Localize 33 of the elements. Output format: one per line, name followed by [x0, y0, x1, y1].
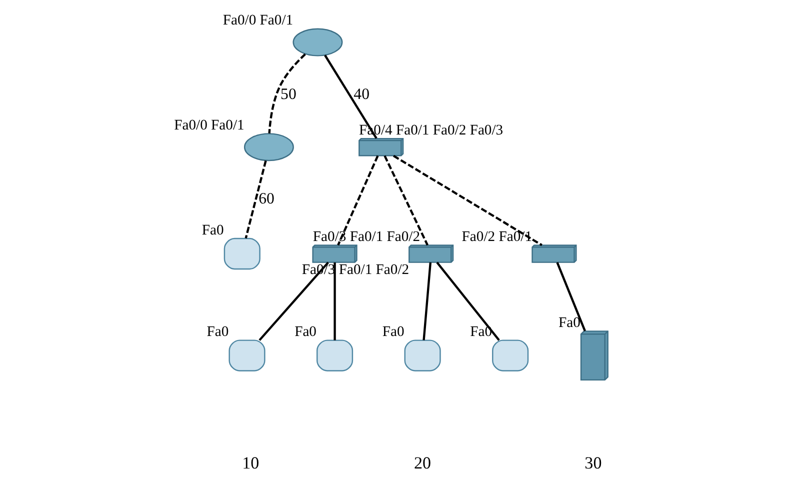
connector [258, 262, 329, 341]
node-label: Fa0 [201, 222, 224, 238]
node-label: Fa0 [558, 315, 580, 332]
connector [336, 155, 378, 246]
label: 10 [242, 454, 259, 473]
node-label: Fa0 [294, 324, 316, 340]
node-label: Fa0 [206, 324, 228, 340]
node-label: Fa0/0 Fa0/1 [222, 12, 293, 29]
connector [333, 262, 336, 340]
node-computer [492, 340, 528, 372]
node-router [292, 28, 342, 56]
label: 20 [414, 454, 431, 473]
connector [383, 155, 428, 246]
connector [392, 154, 542, 246]
node-label: Fa0/0 Fa0/1 [174, 118, 244, 134]
connector [422, 262, 432, 340]
connector [244, 160, 266, 238]
node-label: Fa0/2 Fa0/1 [461, 229, 532, 246]
node-label: Fa0/3 Fa0/1 Fa0/2 [312, 229, 420, 246]
node-computer [404, 340, 440, 372]
edge-label: 60 [258, 190, 274, 208]
connector [436, 262, 500, 341]
label: 30 [584, 454, 602, 473]
node-router [243, 133, 294, 162]
connector [268, 53, 306, 134]
node-computer [228, 340, 265, 372]
connector [324, 54, 377, 139]
connector [556, 262, 586, 332]
node-computer [223, 238, 260, 270]
node-label: Fa0 [382, 324, 404, 340]
node-computer [316, 340, 353, 372]
edge-label: 40 [353, 86, 370, 103]
edge-label: 50 [280, 86, 296, 103]
